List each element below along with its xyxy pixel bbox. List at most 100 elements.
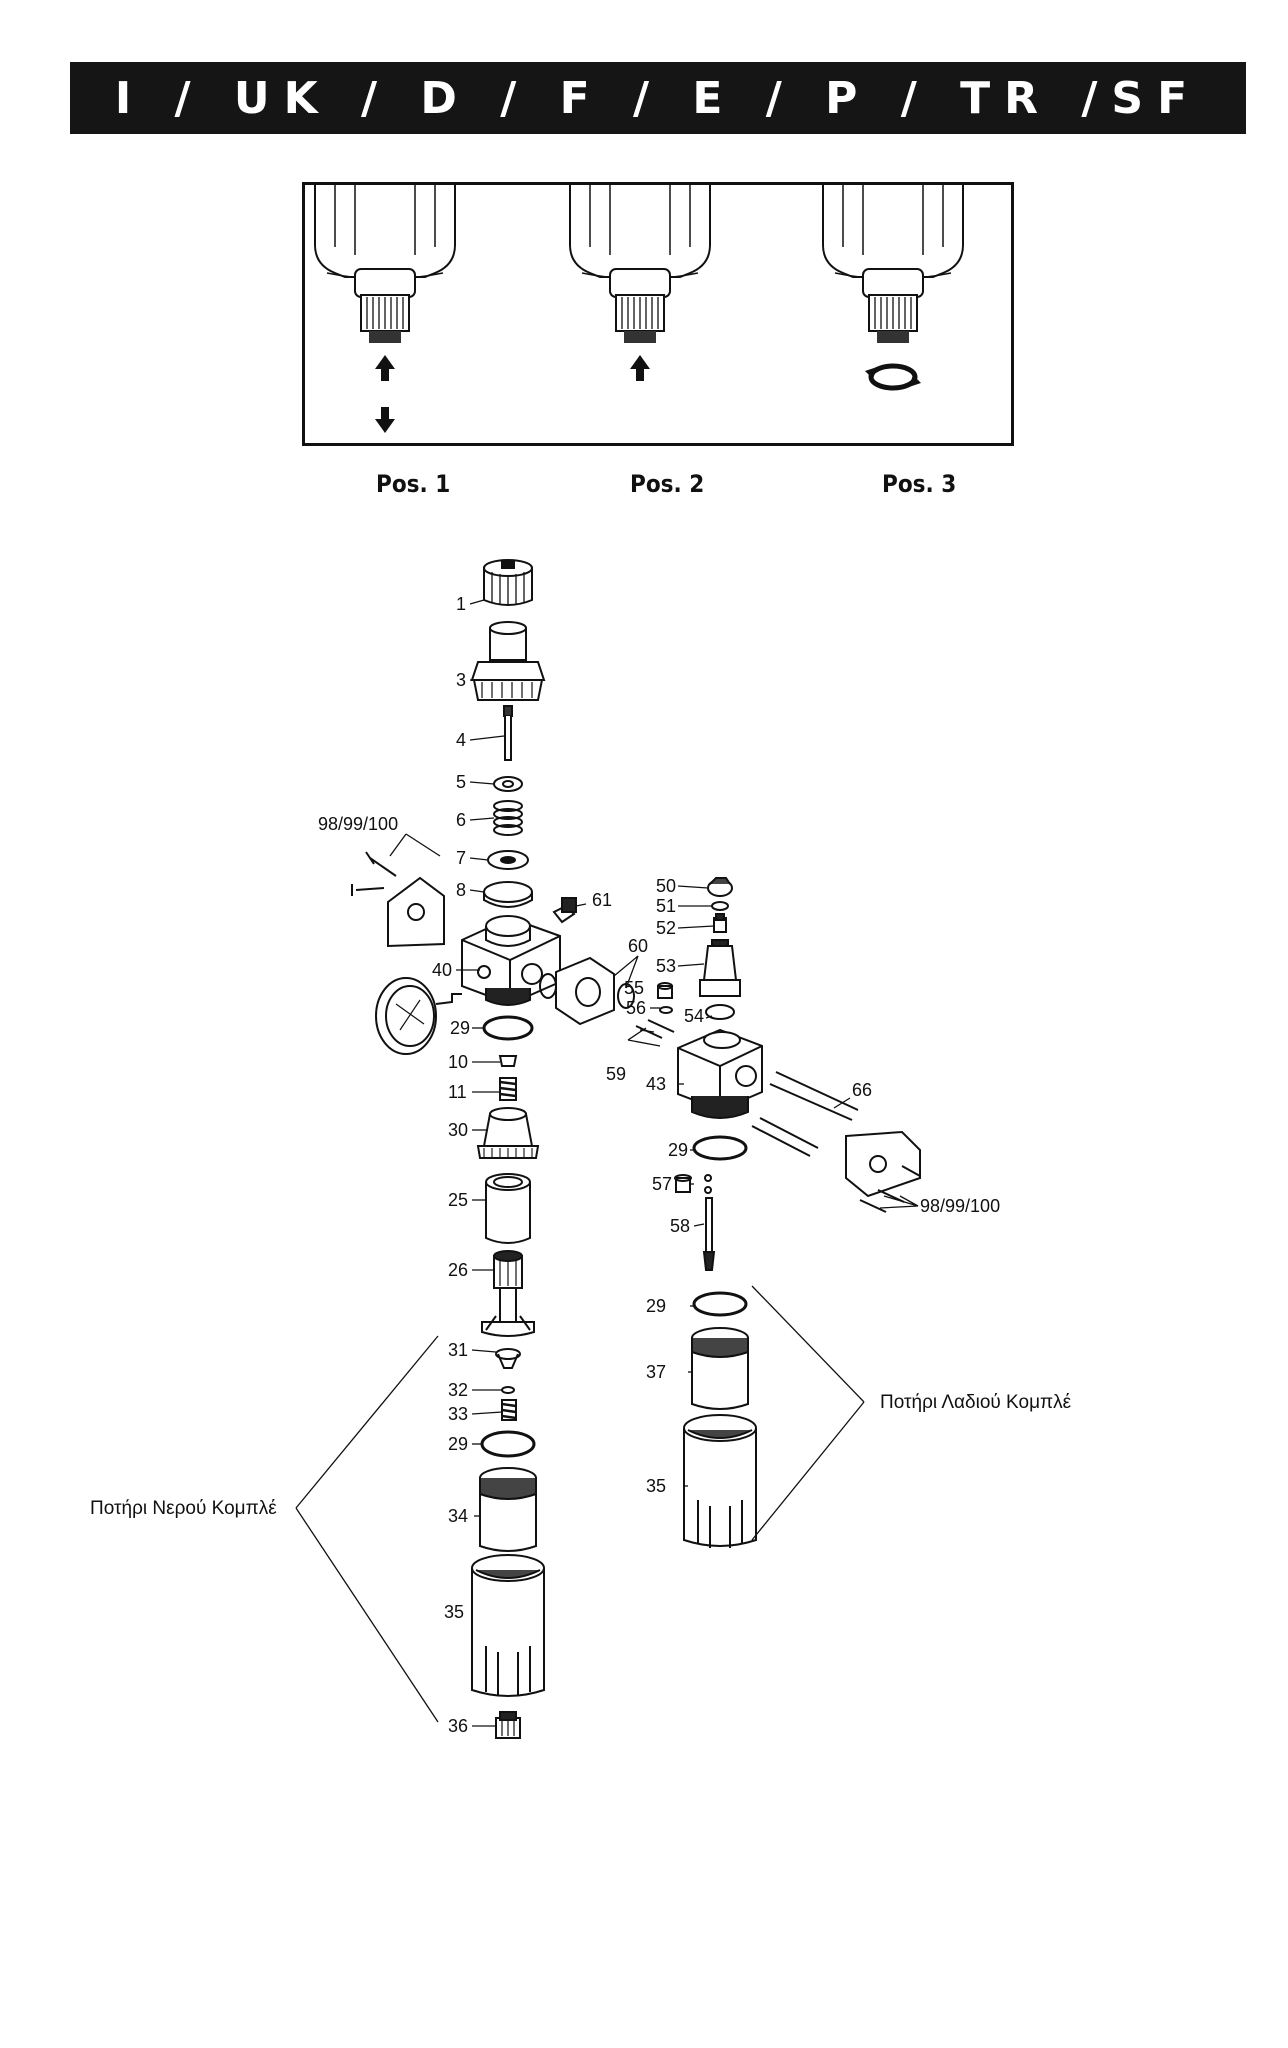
label-35-b: 35 [646, 1476, 666, 1496]
label-8: 8 [456, 880, 466, 900]
part-11-spring-drawing [499, 1077, 517, 1101]
label-55: 55 [624, 978, 644, 998]
label-26: 26 [448, 1260, 468, 1280]
label-1: 1 [456, 594, 466, 614]
part-35-bowl-guard-drawing [471, 1554, 545, 1697]
part-52-needle-drawing [713, 913, 727, 933]
part-31-drain-seat-drawing [495, 1348, 521, 1369]
part-57-plug-drawing [674, 1174, 692, 1193]
label-3: 3 [456, 670, 466, 690]
oil-bowl-callout: Ποτήρι Λαδιού Κομπλέ [880, 1392, 1072, 1413]
label-37: 37 [646, 1362, 666, 1382]
label-4: 4 [456, 730, 466, 750]
part-51-oring-drawing [711, 901, 729, 911]
label-98-right: 98/99/100 [920, 1196, 1000, 1216]
pos1-label: Pos. 1 [376, 470, 451, 498]
label-54: 54 [684, 1006, 704, 1026]
part-55-plug-drawing [657, 982, 673, 999]
part-10-valve-drawing [498, 1055, 518, 1067]
label-30: 30 [448, 1120, 468, 1140]
part-53-sight-dome-drawing [699, 939, 741, 997]
label-40: 40 [432, 960, 452, 980]
left-bracket-drawing [351, 851, 445, 948]
part-32-oring-drawing [501, 1386, 515, 1394]
part-37-oil-bowl-drawing [691, 1327, 749, 1410]
part-54-oring-drawing [705, 1004, 735, 1020]
part-8-ring-drawing [483, 881, 533, 908]
label-10: 10 [448, 1052, 468, 1072]
pos3-label: Pos. 3 [882, 470, 957, 498]
part-5-spring-seat-drawing [493, 776, 523, 792]
label-29-b: 29 [448, 1434, 468, 1454]
label-58: 58 [670, 1216, 690, 1236]
label-25: 25 [448, 1190, 468, 1210]
drain-position-drawing [314, 185, 964, 433]
part-59-screws-drawing [635, 1019, 675, 1039]
label-36: 36 [448, 1716, 468, 1736]
part-58-siphon-tube-drawing [702, 1174, 716, 1271]
arrow-down-icon [375, 407, 395, 433]
label-33: 33 [448, 1404, 468, 1424]
arrow-up-icon [375, 355, 395, 381]
part-6-spring-drawing [493, 800, 523, 836]
label-52: 52 [656, 918, 676, 938]
language-header-band: I / UK / D / F / E / P / TR /SF [70, 62, 1246, 134]
part-56-oring-drawing [659, 1006, 673, 1014]
label-66: 66 [852, 1080, 872, 1100]
label-29-a: 29 [450, 1018, 470, 1038]
part-43-lubricator-body-drawing [677, 1028, 763, 1119]
part-25-filter-element-drawing [485, 1173, 531, 1244]
label-56: 56 [626, 998, 646, 1018]
part-29-lubricator-oring-drawing [692, 1135, 748, 1161]
label-98-left: 98/99/100 [318, 814, 398, 834]
part-40-regulator-body-drawing [461, 915, 561, 1006]
label-59: 59 [606, 1064, 626, 1084]
language-header-title: I / UK / D / F / E / P / TR /SF [114, 72, 1202, 124]
pressure-gauge-drawing [375, 977, 462, 1055]
label-53: 53 [656, 956, 676, 976]
part-33-spring-drawing [501, 1399, 517, 1421]
label-57: 57 [652, 1174, 672, 1194]
label-60: 60 [628, 936, 648, 956]
label-29-d: 29 [646, 1296, 666, 1316]
part-35-oil-bowl-guard-drawing [683, 1414, 757, 1548]
part-50-cap-drawing [707, 877, 733, 897]
part-30-deflector-drawing [476, 1107, 540, 1159]
part-29-oring-drawing [482, 1015, 534, 1041]
label-6: 6 [456, 810, 466, 830]
part-29-oil-bowl-oring-drawing [692, 1291, 748, 1317]
part-3-bonnet-drawing [470, 621, 546, 701]
pos2-bowl-drawing [569, 185, 711, 381]
part-4-adjusting-screw-drawing [503, 705, 513, 761]
pos3-bowl-drawing [822, 185, 964, 391]
right-bracket-drawing [845, 1130, 921, 1213]
label-7: 7 [456, 848, 466, 868]
water-bowl-callout: Ποτήρι Νερού Κομπλέ [90, 1498, 277, 1519]
part-60-connector-drawing [539, 956, 635, 1026]
label-11: 11 [448, 1082, 467, 1102]
label-32: 32 [448, 1380, 468, 1400]
label-43: 43 [646, 1074, 666, 1094]
label-51: 51 [656, 896, 676, 916]
rotate-arrow-icon [865, 363, 921, 391]
part-7-diaphragm-drawing [487, 850, 529, 870]
part-61-plug-drawing [552, 897, 577, 924]
pos2-label: Pos. 2 [630, 470, 705, 498]
arrow-up-icon [630, 355, 650, 381]
part-36-drain-knob-drawing [495, 1711, 521, 1739]
part-66-long-screws-drawing [751, 1071, 859, 1157]
label-5: 5 [456, 772, 466, 792]
label-34: 34 [448, 1506, 468, 1526]
part-29-bowl-oring-drawing [480, 1430, 536, 1458]
label-35-a: 35 [444, 1602, 464, 1622]
drain-position-panel [302, 182, 1014, 446]
label-50: 50 [656, 876, 676, 896]
label-31: 31 [448, 1340, 468, 1360]
leader-lines [295, 599, 919, 1727]
part-1-knob-drawing [483, 559, 533, 606]
label-61: 61 [592, 890, 612, 910]
part-34-bowl-drawing [479, 1467, 537, 1552]
pos1-bowl-drawing [314, 185, 456, 433]
part-number-labels: 1 3 4 5 6 7 8 98/99/100 61 60 40 29 10 1… [318, 594, 1000, 1736]
